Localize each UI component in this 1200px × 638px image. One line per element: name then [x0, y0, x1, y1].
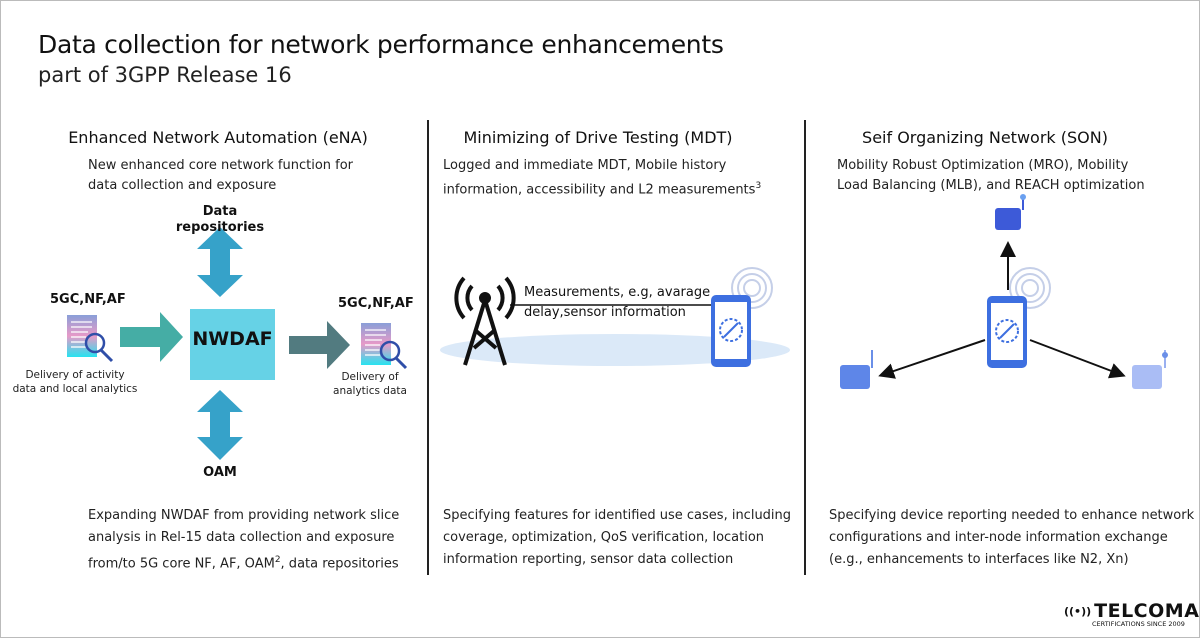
ena-bottom-text: Expanding NWDAF from providing network s… — [88, 508, 400, 572]
double-arrow-top-icon — [197, 227, 243, 297]
mdt-heading: Minimizing of Drive Testing (MDT) — [463, 128, 733, 147]
oam-label: OAM — [203, 465, 237, 480]
arrow-right-slate-icon — [289, 321, 350, 369]
logo-name: TELCOMA — [1094, 600, 1200, 622]
document-search-icon-left — [67, 315, 114, 363]
coverage-area — [440, 334, 790, 366]
base-station-top-icon — [995, 194, 1026, 230]
column-divider — [804, 120, 806, 575]
smartphone-icon — [711, 267, 773, 367]
base-station-right-icon — [1132, 350, 1168, 389]
base-station-left-icon — [840, 350, 873, 389]
smartphone-icon — [987, 267, 1051, 368]
cell-tower-icon — [454, 276, 516, 366]
target-label: 5GC,NF,AF — [338, 296, 414, 311]
source-label: 5GC,NF,AF — [50, 292, 126, 307]
data-repositories-label: Data repositories — [175, 204, 265, 235]
logo-tagline: CERTIFICATIONS SINCE 2009 — [1092, 620, 1185, 628]
mdt-bottom-text: Specifying features for identified use c… — [443, 508, 792, 567]
son-bottom-text: Specifying device reporting needed to en… — [829, 508, 1195, 567]
arrow-right-teal-icon — [120, 312, 183, 362]
page-title: Data collection for network performance … — [38, 30, 724, 59]
document-search-icon-right — [361, 323, 408, 370]
ena-diagram-graphics — [67, 227, 408, 460]
nwdaf-box — [190, 309, 275, 380]
double-arrow-bottom-icon — [197, 390, 243, 460]
mdt-description: Logged and immediate MDT, Mobile history… — [443, 158, 762, 198]
son-description: Mobility Robust Optimization (MRO), Mobi… — [837, 158, 1145, 193]
mdt-diagram-graphics — [440, 267, 790, 367]
page-subtitle: part of 3GPP Release 16 — [38, 63, 292, 87]
son-heading: Seif Organizing Network (SON) — [862, 128, 1108, 147]
telcoma-logo: ((•)) TELCOMA CERTIFICATIONS SINCE 2009 — [1064, 602, 1199, 629]
nwdaf-label: NWDAF — [192, 328, 273, 350]
ena-heading: Enhanced Network Automation (eNA) — [68, 128, 368, 147]
signal-icon: ((•)) — [1064, 604, 1092, 618]
son-diagram-graphics — [840, 194, 1168, 389]
column-divider — [427, 120, 429, 575]
